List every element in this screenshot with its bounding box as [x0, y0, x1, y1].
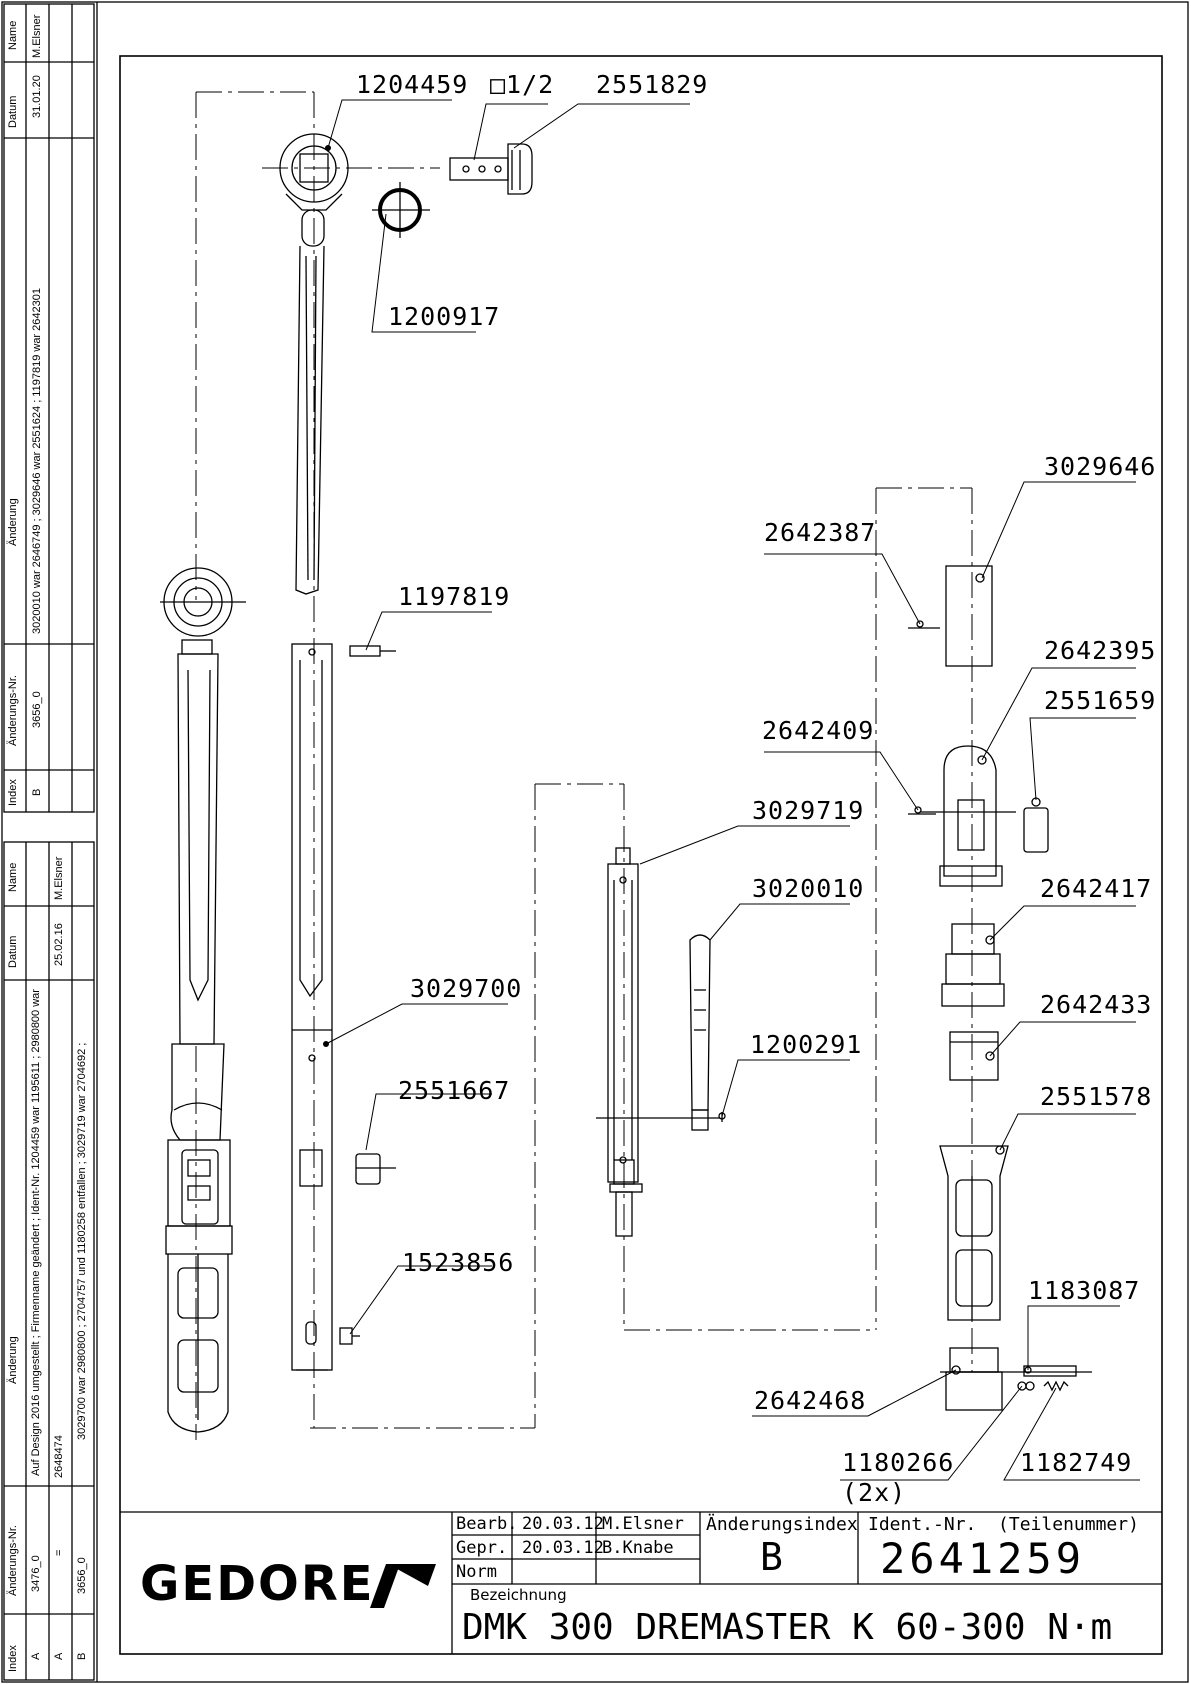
pin-part-1183087: [1023, 1365, 1077, 1377]
ratchet-head-part: [279, 133, 349, 595]
tube-part-3029700: [291, 643, 333, 1371]
center-lines: [195, 91, 973, 1440]
label-1180266: 1180266: [842, 1448, 955, 1477]
sleeve-part-3029646: [945, 565, 993, 667]
label-square-drive: □1/2: [490, 70, 555, 99]
rev-bottom-header-change: Änderung: [7, 1336, 19, 1384]
ident-value: 2641259: [880, 1534, 1086, 1583]
ring-part-1200917: [372, 182, 430, 238]
title-block-grid: [120, 1511, 1162, 1654]
rev-bottom-row1-index: A: [30, 1652, 42, 1660]
block-part-2551667: [355, 1153, 396, 1185]
leader-dots: [323, 145, 331, 1047]
label-2642395: 2642395: [1044, 636, 1157, 665]
rev-top-header-nr: Änderungs-Nr.: [7, 675, 19, 746]
label-2642433: 2642433: [1040, 990, 1153, 1019]
label-1200291: 1200291: [750, 1030, 863, 1059]
label-quantity-2x: (2x): [842, 1478, 907, 1507]
rev-bottom-row2-index: A: [53, 1652, 65, 1660]
revision-table-bottom-grid: [3, 841, 95, 1681]
bearb-label: Bearb.: [456, 1514, 518, 1534]
rev-bottom-header-name: Name: [7, 862, 19, 892]
rev-bottom-header-nr: Änderungs-Nr.: [7, 1525, 19, 1596]
rev-bottom-header-date: Datum: [7, 935, 19, 968]
label-1204459: 1204459: [356, 70, 469, 99]
endcap-part-2642468: [940, 1347, 1092, 1411]
pin-part-1200291: [718, 1112, 726, 1122]
assembled-wrench: [160, 567, 246, 1433]
scale-part-3020010: [689, 934, 711, 1131]
rev-bottom-row1-nr: 3476_0: [30, 1555, 42, 1592]
mechanism-part-3029719: [596, 847, 720, 1237]
rev-top-nr: 3656_0: [31, 691, 43, 728]
revision-table-top-grid: [3, 3, 95, 813]
label-3029700: 3029700: [410, 974, 523, 1003]
label-1523856: 1523856: [402, 1248, 515, 1277]
rev-bottom-row3-change: 3029700 war 2980800 ; 2704757 und 118025…: [76, 1042, 88, 1440]
rev-top-index: B: [31, 788, 43, 796]
gepr-name: B.Knabe: [602, 1538, 674, 1558]
label-3029719: 3029719: [752, 796, 865, 825]
gedore-logo: GEDORE: [140, 1556, 375, 1612]
rev-bottom-row3-index: B: [76, 1652, 88, 1660]
display-part-2642417: [941, 923, 1005, 1007]
ident-label: Ident.-Nr. (Teilenummer): [868, 1514, 1139, 1535]
rev-bottom-date: 25.02.16: [53, 923, 65, 966]
pin-part-1197819: [349, 645, 396, 657]
rev-bottom-name: M.Elsner: [53, 856, 65, 900]
rev-bottom-row3-nr: 3656_0: [76, 1557, 88, 1594]
screw-part-2642387: [908, 620, 940, 629]
label-2642409: 2642409: [762, 716, 875, 745]
rev-top-name: M.Elsner: [31, 14, 43, 58]
screw-part-2642409: [908, 806, 936, 815]
aenderungsindex-value: B: [760, 1535, 783, 1579]
drawing-frame: [119, 55, 1163, 1655]
label-3029646: 3029646: [1044, 452, 1157, 481]
rev-top-change: 3020010 war 2646749 ; 3029646 war 255162…: [31, 288, 43, 634]
ring-part-2642433: [949, 1031, 999, 1081]
label-2642387: 2642387: [764, 518, 877, 547]
aenderungsindex-label: Änderungsindex: [706, 1514, 858, 1535]
rev-top-header-date: Datum: [7, 95, 19, 128]
norm-label: Norm: [456, 1562, 497, 1582]
rev-top-header-name: Name: [7, 20, 19, 50]
bezeichnung-value: DMK 300 DREMASTER K 60-300 N·m: [462, 1607, 1113, 1648]
rev-bottom-row2-nr: =: [53, 1549, 65, 1556]
rev-bottom-header-index: Index: [7, 1645, 19, 1672]
label-1197819: 1197819: [398, 582, 511, 611]
housing-part-2642395: [920, 745, 1016, 887]
rev-bottom-row2-change: 2648474: [53, 1435, 65, 1478]
gepr-date: 20.03.12: [522, 1538, 604, 1558]
handle-part-2551578: [939, 1145, 1009, 1321]
gepr-label: Gepr.: [456, 1538, 508, 1558]
bearb-date: 20.03.12: [522, 1514, 604, 1534]
square-drive-part: [449, 157, 509, 181]
label-2551667: 2551667: [398, 1076, 511, 1105]
rev-top-date: 31.01.20: [31, 75, 43, 118]
label-2551659: 2551659: [1044, 686, 1157, 715]
label-2642468: 2642468: [754, 1386, 867, 1415]
cap-part-2551829: [507, 143, 533, 195]
cap-part-2551659: [1023, 797, 1049, 853]
label-1200917: 1200917: [388, 302, 501, 331]
label-3020010: 3020010: [752, 874, 865, 903]
leader-lines: [325, 99, 1140, 1481]
rev-bottom-row1-change: Auf Design 2016 umgestellt ; Firmenname …: [30, 989, 42, 1476]
label-1183087: 1183087: [1028, 1276, 1141, 1305]
screw-part-1523856: [339, 1327, 360, 1345]
ball-part-1180266: [1017, 1381, 1035, 1391]
rev-top-header-change: Änderung: [7, 498, 19, 546]
bezeichnung-label: Bezeichnung: [470, 1586, 567, 1604]
label-2551829: 2551829: [596, 70, 709, 99]
spring-part-1182749: [1043, 1380, 1069, 1392]
label-2551578: 2551578: [1040, 1082, 1153, 1111]
label-2642417: 2642417: [1040, 874, 1153, 903]
bearb-name: M.Elsner: [602, 1514, 684, 1534]
rev-top-header-index: Index: [7, 779, 19, 806]
label-1182749: 1182749: [1020, 1448, 1133, 1477]
